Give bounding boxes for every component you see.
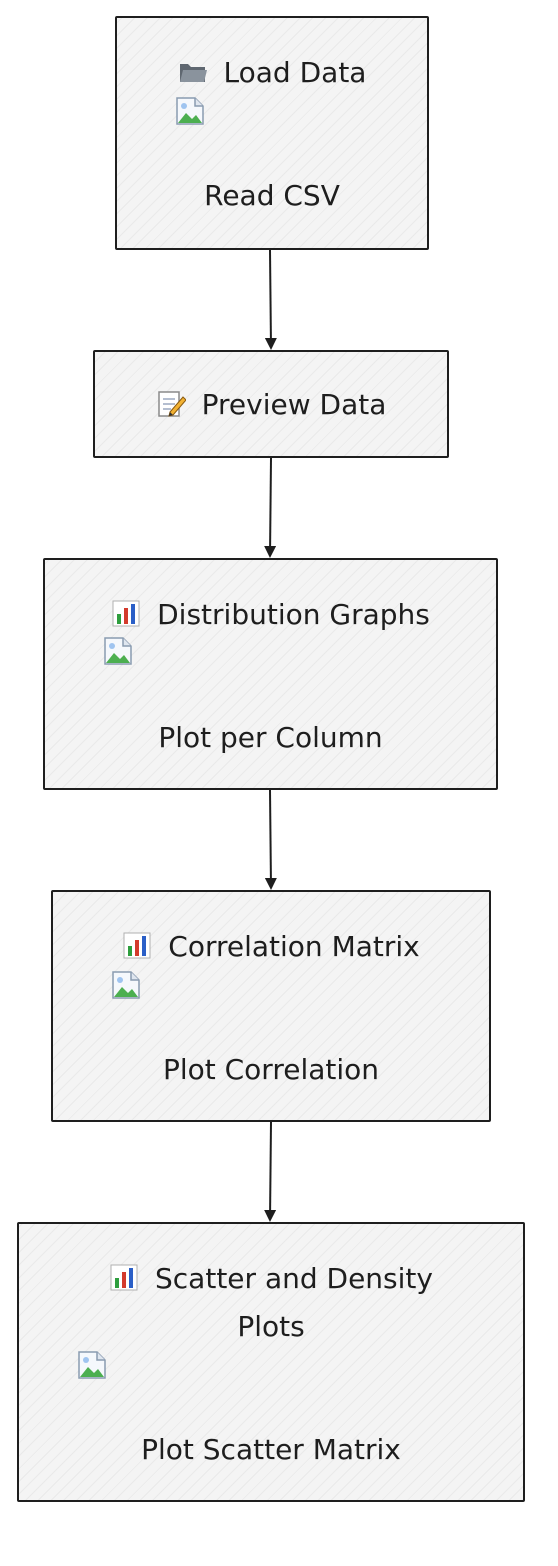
edge-load-to-preview: [264, 249, 277, 350]
node-subtitle: Plot per Column: [158, 721, 383, 754]
node-scatter-density-plots[interactable]: Scatter and Density Plots Plot Scatter M…: [17, 1222, 525, 1502]
folder-icon: [179, 64, 207, 82]
broken-image-icon: [112, 971, 140, 999]
bar-chart-icon: [112, 600, 140, 627]
broken-image-icon: [104, 637, 132, 665]
node-title-row: Scatter and Density: [19, 1256, 523, 1302]
node-correlation-matrix[interactable]: Correlation Matrix Plot Correlation: [51, 890, 491, 1122]
edge-correlation-to-scatter: [264, 1121, 277, 1222]
edge-distribution-to-correlation: [264, 789, 277, 890]
edge-preview-to-distribution: [264, 457, 277, 558]
node-title: Load Data: [223, 56, 367, 89]
node-title-row: Correlation Matrix: [53, 924, 489, 970]
node-title: Preview Data: [201, 388, 387, 421]
node-title: Scatter and Density: [155, 1262, 433, 1295]
node-load-data[interactable]: Load Data Read CSV: [115, 16, 429, 250]
bar-chart-icon: [123, 932, 151, 959]
bar-chart-icon: [110, 1264, 138, 1291]
node-subtitle: Read CSV: [204, 179, 340, 212]
memo-icon: [157, 391, 186, 417]
node-title-row: Distribution Graphs: [45, 592, 496, 638]
node-distribution-graphs[interactable]: Distribution Graphs Plot per Column: [43, 558, 498, 790]
broken-image-icon: [78, 1351, 106, 1379]
node-title: Distribution Graphs: [157, 598, 430, 631]
node-title-line2: Plots: [237, 1310, 305, 1343]
node-subtitle: Plot Correlation: [162, 1053, 380, 1086]
node-title-row: Load Data: [117, 50, 427, 96]
node-title: Correlation Matrix: [168, 930, 420, 963]
node-preview-data[interactable]: Preview Data: [93, 350, 449, 458]
node-title-row: Preview Data: [95, 382, 447, 428]
broken-image-icon: [176, 97, 204, 125]
node-subtitle: Plot Scatter Matrix: [141, 1433, 401, 1466]
